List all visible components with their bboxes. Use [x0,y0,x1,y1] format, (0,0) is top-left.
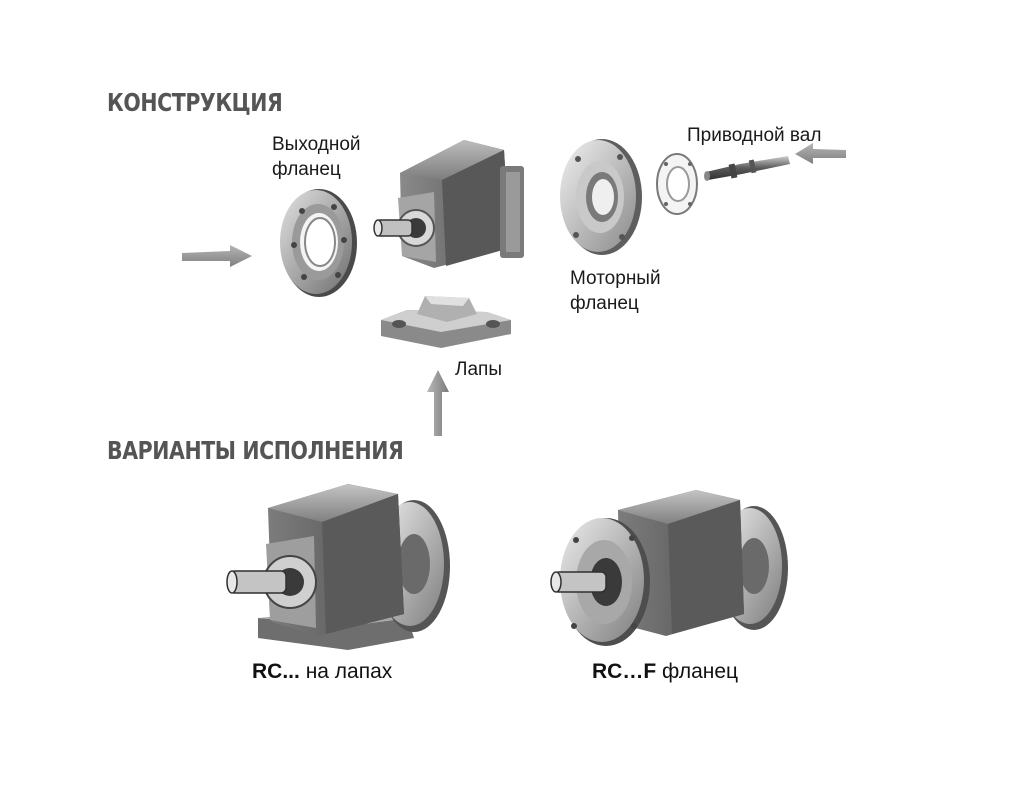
variant-code-flange: RC…F [592,660,657,683]
feet-label: Лапы [455,359,502,380]
output-flange-label: Выходной фланец [272,132,361,182]
arrow-up-icon [427,370,449,436]
output-flange-image [280,189,357,297]
variant-code-foot: RC... [252,660,300,683]
variant-caption-foot: RC... на лапах [252,660,392,684]
drive-shaft-label: Приводной вал [687,125,822,146]
feet-image [381,296,511,348]
adapter-ring-image [656,153,698,215]
arrow-right-icon [182,245,252,267]
arrow-left-icon [795,143,846,164]
section-heading-construction: КОНСТРУКЦИЯ [107,88,283,117]
gearbox-image [373,140,524,268]
motor-flange-label-line1: Моторный [570,268,661,289]
output-flange-label-line2: фланец [272,159,341,180]
drive-shaft-image [704,156,790,181]
motor-flange-image [560,139,642,255]
flange-mounted-gearbox-image [550,490,788,646]
variant-desc-flange: фланец [662,660,739,683]
motor-flange-label: Моторный фланец [570,266,661,316]
motor-flange-label-line2: фланец [570,293,639,314]
variant-caption-flange: RC…F фланец [592,660,738,684]
foot-mounted-gearbox-image [226,484,450,650]
output-flange-label-line1: Выходной [272,134,361,155]
variant-desc-foot: на лапах [305,660,393,683]
section-heading-variants: ВАРИАНТЫ ИСПОЛНЕНИЯ [107,436,404,465]
